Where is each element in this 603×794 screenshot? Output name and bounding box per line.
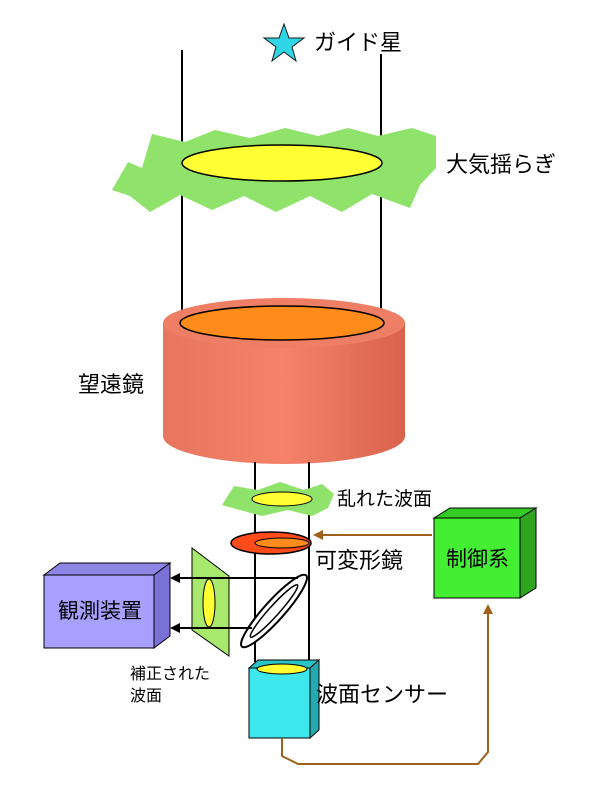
wavefront-sensor-box — [248, 667, 311, 739]
instrument-box-top — [42, 562, 172, 576]
controller-box-side — [519, 507, 537, 599]
telescope-label: 望遠鏡 — [78, 373, 144, 398]
controller-box — [433, 517, 521, 599]
telescope-body — [163, 323, 405, 464]
distorted-wavefront-label: 乱れた波面 — [337, 488, 432, 510]
wavefront-sensor-lens — [256, 663, 308, 675]
beam-splitter — [240, 573, 308, 649]
corrected-wavefront-label-line1: 補正された — [130, 664, 210, 683]
corrected-wavefront-lens — [202, 578, 216, 628]
instrument-label: 観測装置 — [58, 599, 142, 623]
distorted-wavefront-lens — [251, 491, 313, 507]
guide-star-icon — [262, 22, 306, 63]
corrected-wavefront-label-line2: 波面 — [130, 686, 162, 705]
turbulence-wavefront-lens — [181, 144, 383, 182]
feedback-signal-line — [281, 604, 493, 765]
telescope-aperture — [179, 305, 385, 341]
controller-box-top — [432, 507, 538, 519]
deformable-mirror-beam — [254, 537, 310, 549]
instrument-box — [43, 574, 155, 649]
controller-label: 制御系 — [446, 547, 509, 571]
instrument-box-side — [153, 562, 171, 649]
deformable-mirror-label: 可変形鏡 — [315, 549, 403, 574]
turbulence-label: 大気揺らぎ — [446, 153, 556, 178]
wavefront-sensor-label: 波面センサー — [316, 683, 448, 708]
guide-star-label: ガイド星 — [314, 31, 402, 56]
